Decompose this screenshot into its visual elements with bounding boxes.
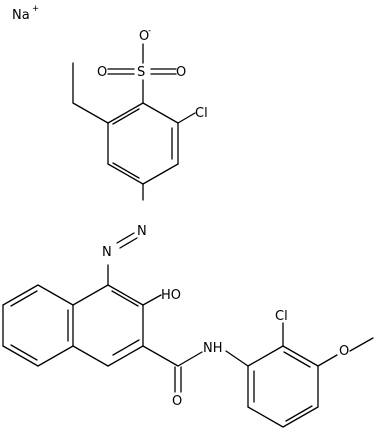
sulfonate-o-minus: O <box>139 29 149 44</box>
naph-right-bond-6 <box>72 284 109 306</box>
lower-ring-inner-2 <box>285 405 313 422</box>
naph-left-bond-5 <box>37 345 74 367</box>
upper-ring-inner-2 <box>112 162 140 179</box>
naph-right-bond-1 <box>107 284 144 306</box>
methoxy-oxygen: O <box>339 344 349 359</box>
sodium-charge: + <box>32 4 39 14</box>
bond-nh-aryl <box>225 350 249 367</box>
bond-ring-cl-top <box>177 112 196 124</box>
bond-ring-carbonyl <box>142 345 179 367</box>
naph-left-inner-2 <box>10 290 38 307</box>
bond-azo-b <box>119 237 138 249</box>
azo-nitrogen-2: N <box>102 245 112 260</box>
bond-ring-oh <box>142 294 162 306</box>
lower-ring-bond-5 <box>247 406 284 428</box>
carbonyl-oxygen: O <box>172 394 182 409</box>
bond-carbonyl-nh <box>177 351 203 367</box>
naph-left-bond-4 <box>2 345 39 367</box>
naph-left-bond-1 <box>37 284 74 306</box>
bond-azo-a <box>116 232 135 244</box>
naph-left-bond-2 <box>2 284 39 306</box>
sulfonate-o-right: O <box>176 65 186 80</box>
bond-methoxy-ch3 <box>349 337 374 352</box>
sulfonate-o-minus-charge: - <box>148 26 151 36</box>
bond-ethyl-1 <box>72 102 109 124</box>
upper-ring-inner-3 <box>112 108 140 125</box>
naph-right-bond-4 <box>72 345 109 367</box>
azo-nitrogen-1: N <box>137 224 147 239</box>
upper-ring-bond-6 <box>107 102 144 124</box>
upper-ring-bond-4 <box>107 163 144 185</box>
lower-ring-inner-1 <box>283 351 311 368</box>
hydroxyl-label: HO <box>161 288 181 303</box>
sulfur-atom: S <box>137 65 145 80</box>
lower-ring-bond-1 <box>247 345 284 367</box>
sulfonate-o-left: O <box>97 65 107 80</box>
upper-ring-bond-1 <box>142 102 179 124</box>
lower-ring-bond-4 <box>282 406 319 428</box>
chloro-bottom-label: Cl <box>275 309 288 324</box>
amide-nh-label: NH <box>203 341 223 356</box>
sodium-label: Na <box>12 8 30 23</box>
naph-right-inner-1 <box>111 290 139 307</box>
upper-ring-bond-3 <box>142 163 179 185</box>
naph-left-inner-3 <box>10 344 38 361</box>
naph-right-bond-3 <box>107 345 144 367</box>
naph-right-inner-2 <box>112 339 140 356</box>
bond-ring-methoxy-o <box>317 354 338 367</box>
chloro-top-label: Cl <box>195 106 208 121</box>
lower-ring-bond-2 <box>282 345 319 367</box>
